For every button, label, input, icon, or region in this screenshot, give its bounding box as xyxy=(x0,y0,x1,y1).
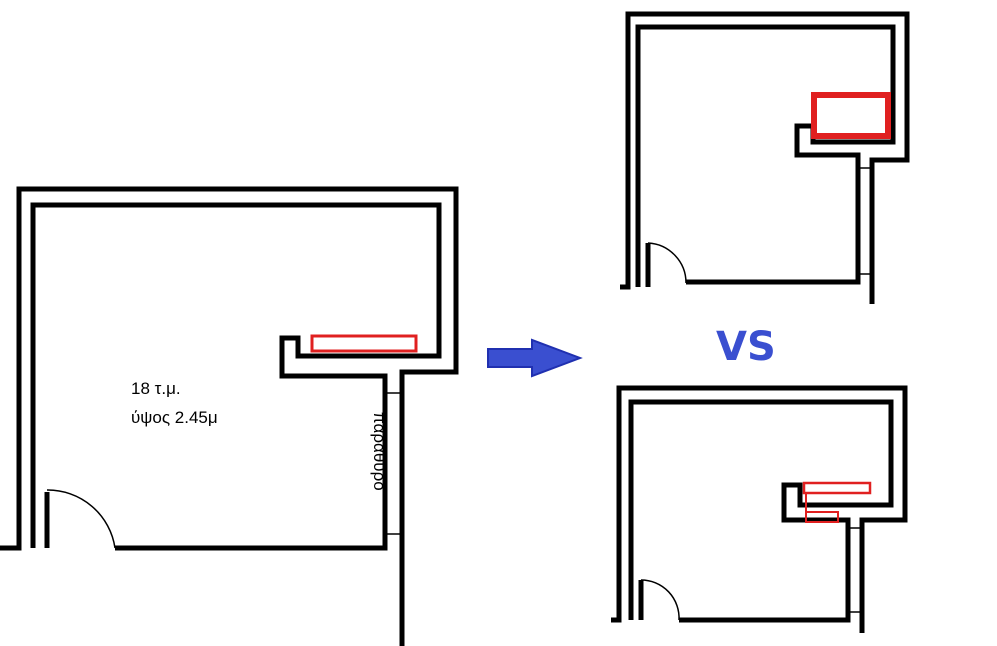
option-a-inner-wall xyxy=(635,24,896,287)
option-a-heater xyxy=(811,92,891,139)
option-b-heater-upper xyxy=(802,481,872,495)
option-b-heater-lower xyxy=(805,511,839,523)
heater-rect xyxy=(310,334,418,353)
option-b-outer-wall xyxy=(611,385,908,633)
window-label: παράθυρο xyxy=(370,412,389,491)
option-a-outer-wall xyxy=(620,11,910,304)
room-area-label: 18 τ.μ. xyxy=(131,379,181,398)
main-room-plan: 18 τ.μ. ύψος 2.45μ παράθυρο xyxy=(0,186,459,646)
option-a-door-arc xyxy=(647,242,687,284)
main-room-outer-wall xyxy=(0,186,459,646)
option-b-plan xyxy=(611,385,908,633)
option-a-plan xyxy=(620,11,910,304)
main-room-inner-wall xyxy=(30,202,442,551)
versus-label: VS xyxy=(716,324,776,370)
option-b-door-arc xyxy=(640,579,680,621)
option-b-inner-wall xyxy=(628,399,894,623)
right-arrow xyxy=(487,338,583,378)
room-height-label: ύψος 2.45μ xyxy=(131,408,218,427)
door-swing-arc xyxy=(46,489,116,549)
